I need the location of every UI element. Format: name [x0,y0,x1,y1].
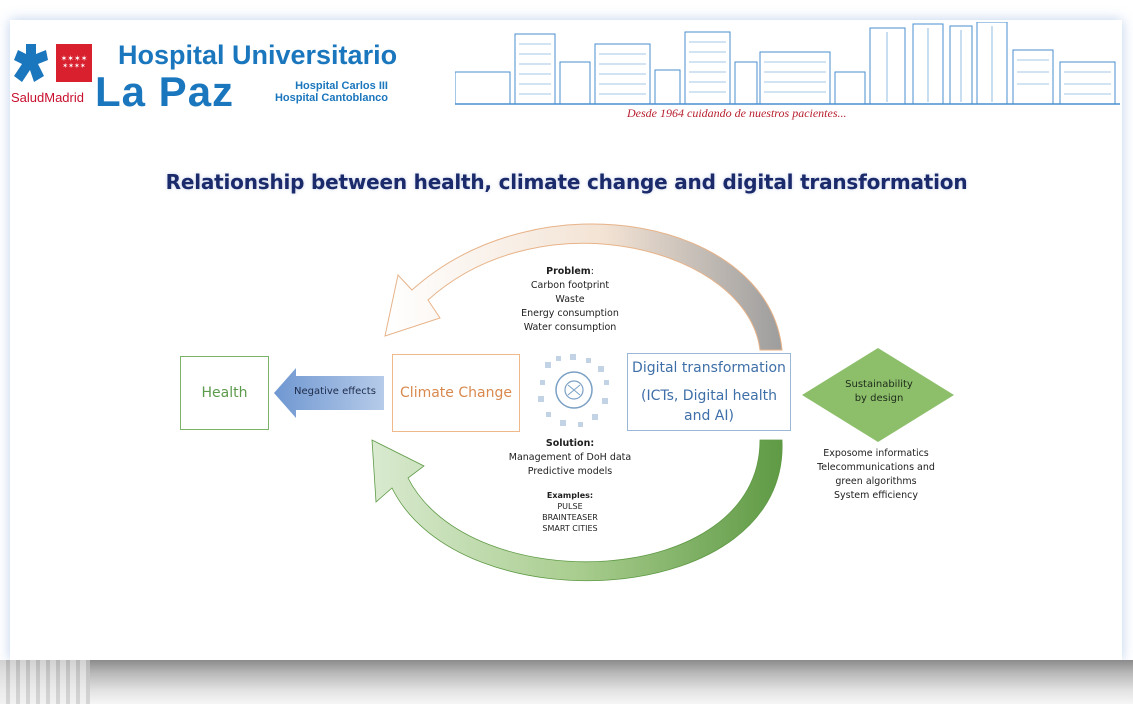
hospital-name: Hospital Universitario [118,40,398,70]
solution-item: Management of DoH data [508,452,632,463]
hospital-tagline: Desde 1964 cuidando de nuestros paciente… [627,106,847,120]
examples-item: PULSE [557,502,583,511]
slide-frame [10,20,1122,660]
problem-item: Water consumption [523,322,617,333]
sustainability-line1: Sustainability [845,379,913,390]
climate-change-box: Climate Change [392,354,520,432]
salud-madrid-text: SaludMadrid [11,90,84,105]
problem-item: Carbon footprint [530,280,610,291]
problem-curved-arrow [384,223,783,351]
madrid-flag-icon: ✶✶✶✶ ✶✶✶✶ [56,44,92,82]
solution-text: Solution: Management of DoH data Predict… [495,437,645,479]
footer-bar [0,660,1133,704]
hospital-la-paz: La Paz [95,68,235,115]
solution-heading: Solution: [545,438,595,449]
examples-item: BRAINTEASER [542,513,598,522]
network-icon [538,354,609,427]
exposome-item: Telecommunications and [817,462,935,473]
city-skyline-image [455,22,1120,105]
salud-madrid-logo-icon [14,44,48,82]
negative-effects-label: Negative effects [294,386,376,397]
problem-heading: Problem [546,266,591,277]
negative-effects-arrow [274,368,384,418]
digital-line1: Digital transformation [632,360,786,376]
hospital-sub-carlos: Hospital Carlos III [295,80,388,92]
sustainability-line2: by design [854,393,904,404]
exposome-item: Exposome informatics [823,448,929,459]
exposome-item: System efficiency [833,490,919,501]
examples-heading: Examples: [546,491,594,500]
examples-item: SMART CITIES [542,524,598,533]
problem-item: Waste [555,294,585,305]
solution-curved-arrow [371,439,783,582]
flag-stars: ✶✶✶✶ [62,63,86,70]
examples-text: Examples: PULSE BRAINTEASER SMART CITIES [520,490,620,534]
exposome-item: green algorithms [835,476,917,487]
hospital-subnames: Hospital Carlos III Hospital Cantoblanco [258,80,388,104]
digital-line2: (ICTs, Digital health [641,388,777,404]
slide-title: Relationship between health, climate cha… [165,170,968,194]
hospital-sub-cantoblanco: Hospital Cantoblanco [274,92,388,104]
flag-stars: ✶✶✶✶ [60,54,88,63]
problem-item: Energy consumption [521,308,619,319]
digital-transformation-box: Digital transformation (ICTs, Digital he… [627,353,791,431]
problem-text: Problem: Carbon footprint Waste Energy c… [500,265,640,335]
sustainability-diamond [802,348,954,442]
problem-colon: : [590,266,594,277]
exposome-text: Exposome informatics Telecommunications … [796,447,956,503]
health-box: Health [180,356,269,430]
sustainability-label: Sustainability by design [826,378,932,406]
solution-item: Predictive models [527,466,613,477]
digital-line3: and AI) [684,408,734,424]
